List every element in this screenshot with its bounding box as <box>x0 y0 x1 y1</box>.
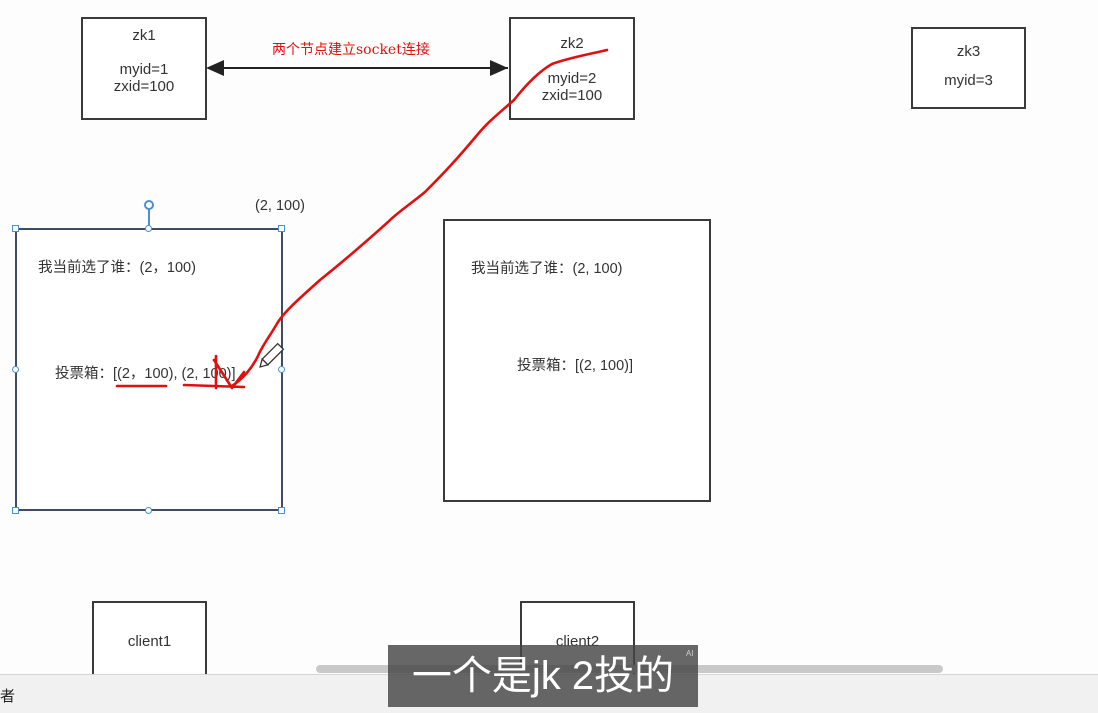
resize-handle-top-left[interactable] <box>12 225 19 232</box>
zk1-zxid: zxid=100 <box>113 78 175 95</box>
coord-label: (2, 100) <box>255 198 305 214</box>
zk2-zxid: zxid=100 <box>541 87 603 104</box>
zk1-myid: myid=1 <box>119 61 169 78</box>
resize-handle-top-right[interactable] <box>278 225 285 232</box>
connection-label: 两个节点建立socket连接 <box>272 42 430 58</box>
subtitle-ai-badge: AI <box>686 649 694 658</box>
zk3-myid: myid=3 <box>944 72 993 89</box>
zk3-node[interactable]: zk3 myid=3 <box>911 27 1026 109</box>
zk1-title: zk1 <box>132 27 156 44</box>
right-vote-panel[interactable]: 我当前选了谁：(2, 100) 投票箱：[(2, 100)] <box>443 219 711 502</box>
zk2-node[interactable]: zk2 myid=2 zxid=100 <box>509 17 635 120</box>
zk2-title: zk2 <box>560 35 584 52</box>
vote-annotation-stroke <box>230 48 609 388</box>
right-ballot-box: 投票箱：[(2, 100)] <box>517 358 634 374</box>
rotate-handle-stem <box>148 209 150 228</box>
bottom-bar-text: 者 <box>0 688 16 705</box>
resize-handle-bottom-right[interactable] <box>278 507 285 514</box>
client1-node[interactable]: client1 <box>92 601 207 681</box>
client1-label: client1 <box>127 633 172 650</box>
resize-handle-top[interactable] <box>145 225 152 232</box>
resize-handle-bottom-left[interactable] <box>12 507 19 514</box>
left-current-vote: 我当前选了谁：(2，100) <box>38 260 196 276</box>
resize-handle-bottom[interactable] <box>145 507 152 514</box>
zk1-node[interactable]: zk1 myid=1 zxid=100 <box>81 17 207 120</box>
ballot-underline-2 <box>182 383 246 389</box>
resize-handle-right[interactable] <box>278 366 285 373</box>
right-current-vote: 我当前选了谁：(2, 100) <box>471 261 623 277</box>
left-ballot-box: 投票箱：[(2，100), (2, 100)] <box>55 366 236 382</box>
zk3-title: zk3 <box>956 43 981 60</box>
video-subtitle: 一个是jk 2投的 <box>388 645 698 707</box>
pencil-icon <box>259 342 285 368</box>
rotate-handle[interactable] <box>144 200 154 210</box>
zk2-myid: myid=2 <box>547 70 597 87</box>
vote-annotation-arrowhead <box>212 354 246 390</box>
resize-handle-left[interactable] <box>12 366 19 373</box>
